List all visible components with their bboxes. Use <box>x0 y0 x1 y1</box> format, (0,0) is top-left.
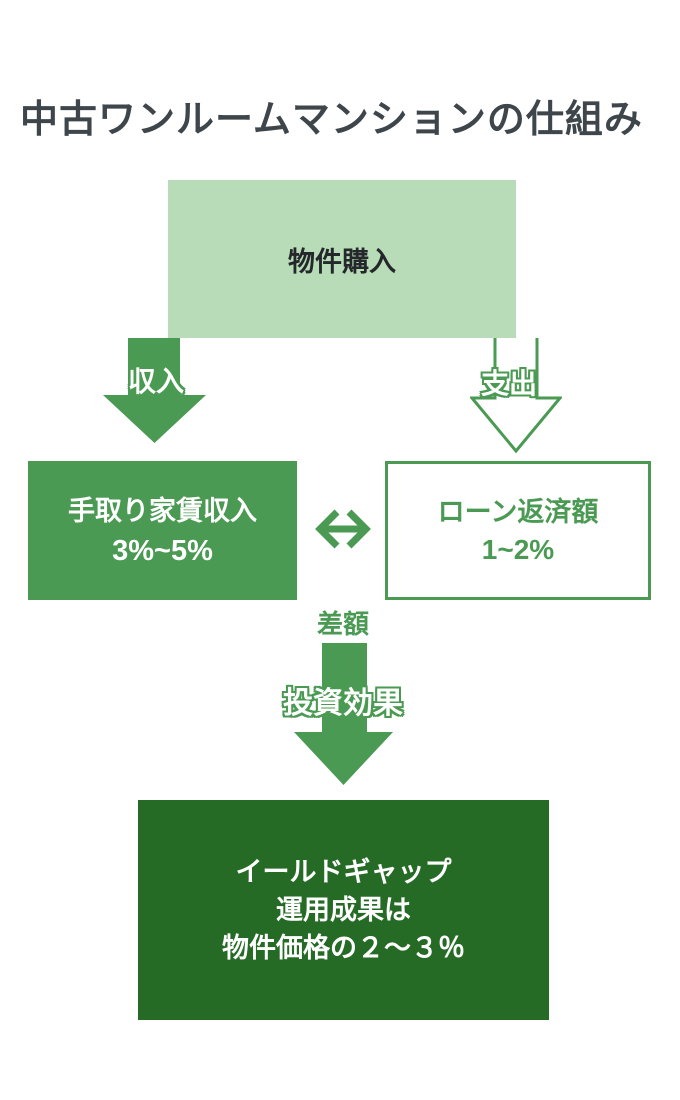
income-arrow-label: 収入 <box>128 366 185 397</box>
expense-down-arrow-icon <box>470 338 562 454</box>
loan-repayment-rate: 1~2% <box>481 533 555 565</box>
income-down-arrow-icon <box>103 338 206 443</box>
yield-gap-line2: 運用成果は <box>276 895 411 925</box>
expense-arrow-label: 支出 <box>481 368 538 399</box>
difference-label: 差額 <box>316 609 369 639</box>
rental-income-box: 手取り家賃収入 3%~5% <box>28 461 297 600</box>
rental-income-label: 手取り家賃収入 <box>68 495 257 526</box>
property-purchase-box: 物件購入 <box>168 180 516 338</box>
loan-repayment-box: ローン返済額 1~2% <box>385 461 651 600</box>
page-title: 中古ワンルームマンションの仕組み <box>20 99 643 141</box>
investment-effect-down-arrow-icon <box>294 643 393 785</box>
yield-gap-box: イールドギャップ 運用成果は 物件価格の２〜３％ <box>138 800 549 1020</box>
loan-repayment-label: ローン返済額 <box>437 496 599 527</box>
property-purchase-label: 物件購入 <box>288 246 396 277</box>
investment-effect-label: 投資効果 <box>283 687 403 720</box>
yield-gap-line1: イールドギャップ <box>235 857 452 887</box>
rental-income-rate: 3%~5% <box>112 534 213 567</box>
compare-double-arrow-icon <box>315 509 371 549</box>
yield-gap-line3: 物件価格の２〜３％ <box>222 933 465 963</box>
